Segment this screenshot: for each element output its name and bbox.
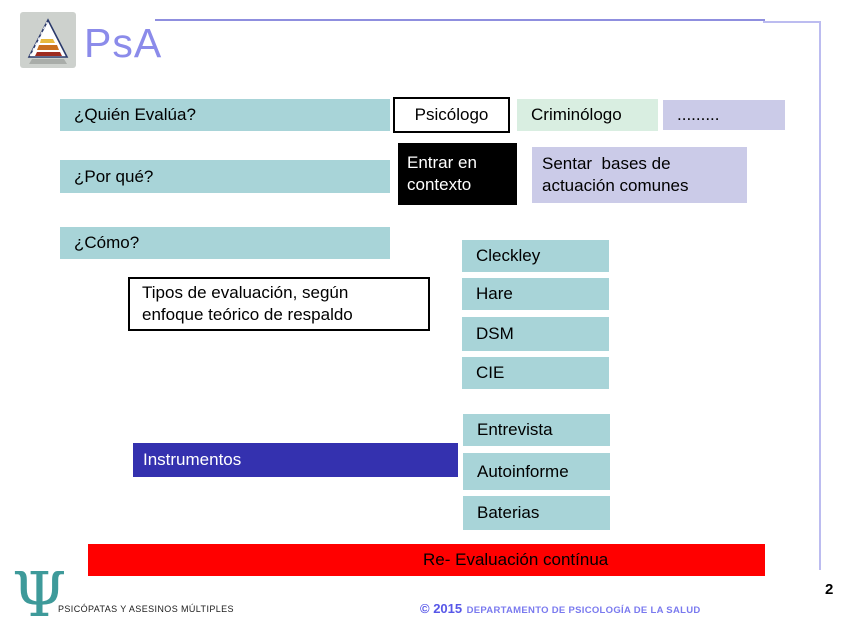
re-evaluation-label: Re- Evaluación contínua — [423, 550, 609, 569]
theory-item-cleckley: Cleckley — [462, 240, 609, 272]
footer-copyright: © 2015 DEPARTAMENTO DE PSICOLOGÍA DE LA … — [420, 600, 701, 618]
re-evaluation-bar: Re- Evaluación contínua — [88, 544, 765, 576]
question-who-box: ¿Quién Evalúa? — [60, 99, 390, 131]
question-why-box: ¿Por qué? — [60, 160, 390, 193]
instrument-item-entrevista: Entrevista — [463, 414, 610, 446]
instruments-header-box: Instrumentos — [133, 443, 458, 477]
right-rule-vertical — [819, 21, 821, 570]
footer-department: DEPARTAMENTO DE PSICOLOGÍA DE LA SALUD — [466, 605, 701, 616]
instrument-item-baterias: Baterias — [463, 496, 610, 530]
evaluator-psychologist-box: Psicólogo — [393, 97, 510, 133]
brand-logo-text: PsA — [84, 20, 163, 66]
evaluator-criminologist-box: Criminólogo — [517, 99, 658, 131]
question-how-box: ¿Cómo? — [60, 227, 390, 259]
university-logo-icon — [20, 12, 76, 68]
instrument-item-autoinforme: Autoinforme — [463, 453, 610, 490]
evaluation-types-box: Tipos de evaluación, según enfoque teóri… — [128, 277, 430, 331]
evaluator-others-box: ......... — [663, 100, 785, 130]
answer-context-box: Entrar en contexto — [398, 143, 517, 205]
page-number: 2 — [825, 581, 834, 598]
theory-item-hare: Hare — [462, 278, 609, 310]
top-rule-light-segment — [763, 21, 821, 23]
top-rule-dark-segment — [155, 19, 765, 21]
footer-copyright-year: © 2015 — [420, 601, 463, 616]
theory-item-cie: CIE — [462, 357, 609, 389]
footer-course-title: PSICÓPATAS Y ASESINOS MÚLTIPLES — [58, 604, 234, 614]
psi-symbol-icon: Ψ — [12, 558, 67, 631]
theory-item-dsm: DSM — [462, 317, 609, 351]
answer-common-bases-box: Sentar bases de actuación comunes — [532, 147, 747, 203]
